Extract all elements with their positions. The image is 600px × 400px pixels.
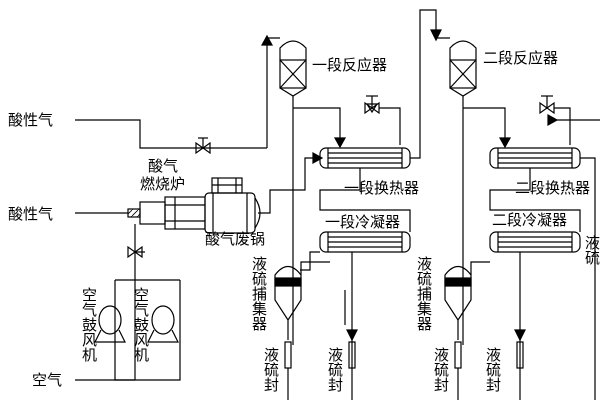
acid-gas-mid-line: [75, 208, 141, 218]
acid-gas-mid-label: 酸性气: [8, 205, 54, 223]
sulfur-catcher-2: [444, 261, 524, 400]
exchanger-1-label: 一段换热器: [344, 179, 420, 197]
sulfur-catcher-2-label: 液硫捕集器: [415, 256, 433, 331]
reactor-2-label: 二段反应器: [483, 49, 559, 67]
air-line: [75, 224, 181, 381]
blower-icon: [94, 305, 179, 343]
condenser-1: [300, 168, 411, 400]
reheat-valve-1: [292, 95, 401, 345]
condenser-2-label: 二段冷凝器: [492, 211, 568, 229]
waste-heat-boiler: [204, 177, 261, 234]
acid-gas-top-label: 酸性气: [8, 111, 54, 129]
edge-cut-label: 液硫: [583, 235, 600, 265]
sulfur-catcher-1: [274, 261, 356, 400]
reactor-1: [279, 40, 347, 149]
burner-label-line1: 酸气: [148, 157, 179, 175]
seal-3-label: 液硫封: [432, 347, 450, 392]
exchanger-1: [319, 9, 450, 169]
sulfur-catcher-1-label: 液硫捕集器: [250, 256, 268, 331]
air-label: 空气: [32, 371, 63, 389]
blower-2-label: 空气鼓风机: [132, 287, 150, 362]
seal-2-label: 液硫封: [326, 347, 344, 392]
blower-1-label: 空气鼓风机: [80, 287, 98, 362]
boiler-outlet-line: [258, 151, 324, 214]
burner-furnace: [139, 196, 206, 230]
burner-label-line2: 燃烧炉: [140, 175, 186, 193]
valve-icon: [195, 137, 211, 155]
condenser-1-label: 一段冷凝器: [325, 213, 401, 231]
exchanger-2: [489, 147, 596, 400]
reactor-1-label: 一段反应器: [312, 56, 388, 74]
exchanger-2-label: 二段换热器: [515, 179, 591, 197]
acid-gas-top-line: [75, 34, 280, 149]
reheat-valve-2: [539, 95, 600, 145]
waste-boiler-label: 酸气废锅: [205, 230, 266, 248]
seal-1-label: 液硫封: [262, 347, 280, 392]
seal-4-label: 液硫封: [484, 347, 502, 392]
condenser-2: [489, 168, 581, 400]
reactor-2: [449, 40, 512, 345]
